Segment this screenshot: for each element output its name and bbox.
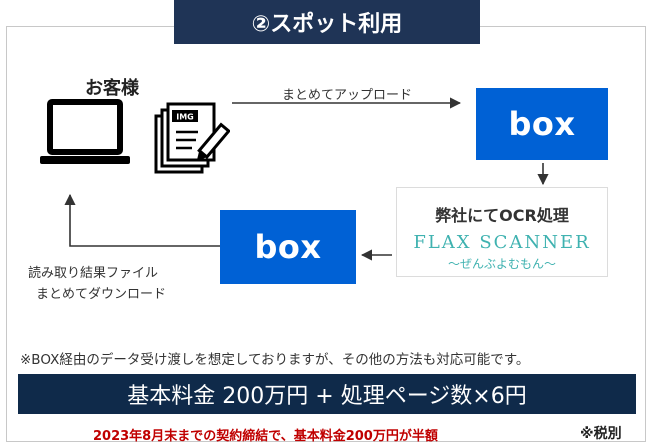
method-note: ※BOX経由のデータ受け渡しを想定しておりますが、その他の方法も対応可能です。 [20,352,530,368]
documents-icon: IMG [154,102,230,174]
download-label-line2: まとめてダウンロード [36,287,167,302]
doc-tag-label: IMG [176,113,194,122]
campaign-text: 2023年8月末までの契約締結で、基本料金200万円が半額 [93,429,438,444]
box-upload-logo: box [476,88,608,160]
laptop-icon [40,99,130,164]
box-logo-text: box [508,105,576,143]
flax-scanner-subtitle: ～ぜんぶよむもん～ [447,257,556,271]
customer-label: お客様 [85,78,139,99]
ocr-title: 弊社にてOCR処理 [435,206,569,225]
price-bar: 基本料金 200万円 + 処理ページ数×6円 [18,374,636,414]
box-logo-text: box [254,228,322,266]
upload-label: まとめてアップロード [282,88,413,103]
download-arrow [64,193,220,247]
download-label-line1: 読み取り結果ファイル [28,266,159,281]
ocr-processing-card: 弊社にてOCR処理 FLAX SCANNER ～ぜんぶよむもん～ [396,187,608,277]
page-title: ②スポット利用 [174,0,480,44]
flax-scanner-logo: FLAX SCANNER [413,232,591,253]
box-download-logo: box [220,210,356,284]
tax-note: ※税別 [580,426,622,442]
